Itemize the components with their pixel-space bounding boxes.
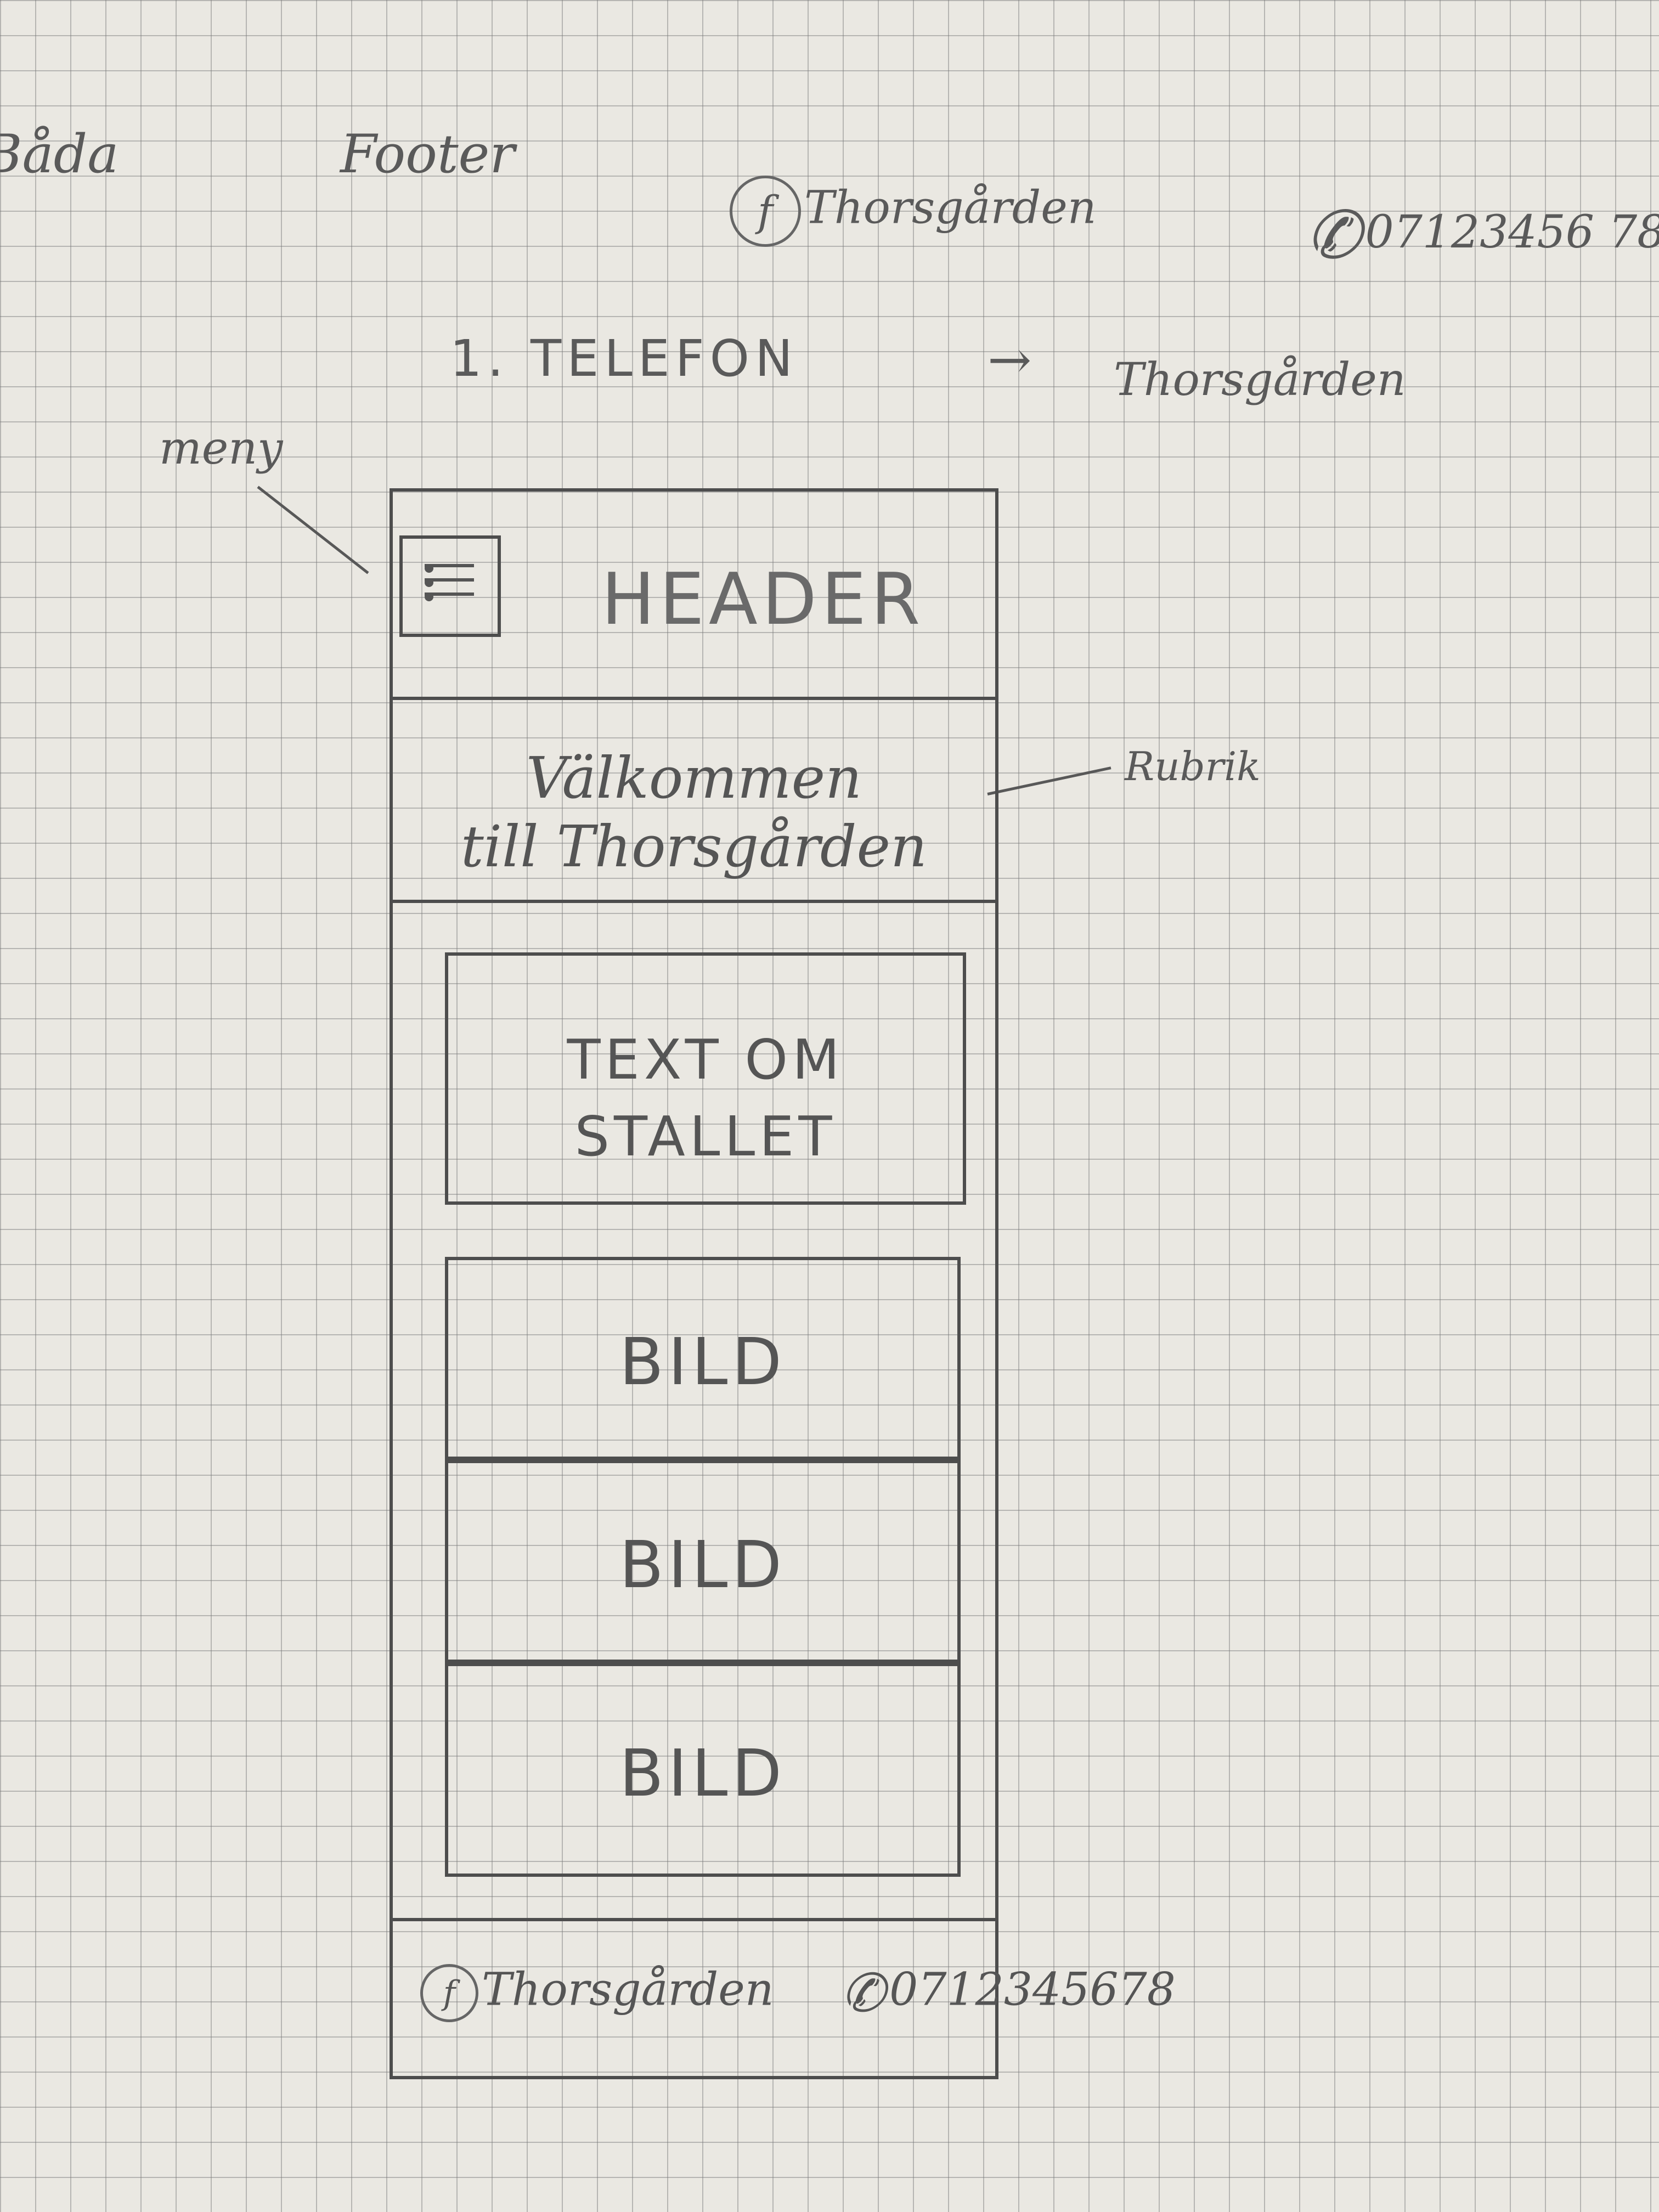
title-line-1: Välkommen [526, 744, 862, 811]
image-placeholder: BILD [445, 1663, 961, 1877]
phone-icon: ✆ [840, 1962, 885, 2024]
text-box-line-1: TEXT OM [567, 1028, 844, 1092]
wireframe-header: HEADER [393, 492, 995, 700]
wireframe-title-section: Välkommen till Thorsgården [393, 700, 995, 903]
pointer-line-rubrik [987, 766, 1111, 795]
note-fb-name: Thorsgården [804, 182, 1097, 234]
image-placeholder: BILD [445, 1460, 961, 1663]
menu-button[interactable] [399, 535, 501, 637]
title-line-2: till Thorsgården [460, 813, 928, 880]
text-box-line-2: STALLET [574, 1104, 837, 1169]
note-rubrik: Rubrik [1125, 743, 1261, 789]
phone-wireframe: HEADER Välkommen till Thorsgården TEXT O… [390, 488, 1176, 2079]
note-step-target: Thorsgården [1114, 354, 1406, 406]
pointer-line-meny [257, 486, 369, 574]
note-phone-text: 07123456 78 [1365, 206, 1659, 258]
note-phone-number: ✆07123456 78 [1306, 198, 1659, 274]
note-arrow: → [988, 329, 1032, 391]
image-placeholder: BILD [445, 1257, 961, 1460]
facebook-icon[interactable]: f [420, 1964, 478, 2022]
footer-fb-name[interactable]: Thorsgården [482, 1963, 774, 2016]
phone-icon: ✆ [1306, 198, 1361, 274]
note-footer-heading: Footer [340, 123, 515, 185]
header-label: HEADER [601, 557, 925, 641]
hamburger-menu-icon [425, 564, 474, 608]
facebook-icon: f [730, 176, 801, 247]
text-about-stable-box: TEXT OM STALLET [445, 952, 966, 1205]
note-meny: meny [159, 422, 283, 475]
note-bada: Båda [0, 123, 119, 185]
footer-phone[interactable]: 0712345678 [889, 1963, 1176, 2016]
note-step-telefon: 1. TELEFON [450, 329, 798, 388]
page-title: Välkommen till Thorsgården [393, 744, 995, 881]
